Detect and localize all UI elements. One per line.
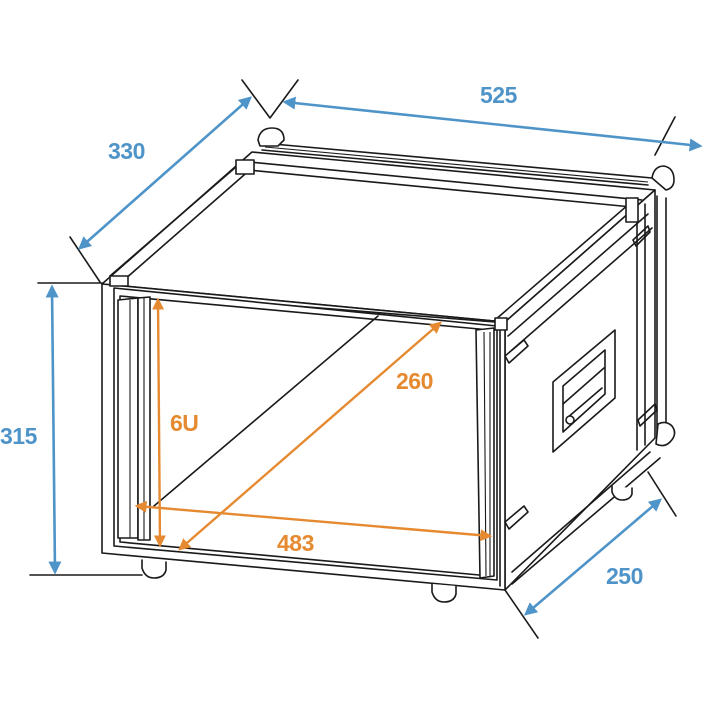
foot-icon xyxy=(141,485,633,603)
rack-width-label: 483 xyxy=(277,530,314,556)
depth-bottom-dimension-label: 250 xyxy=(606,563,643,589)
recessed-handle-icon xyxy=(552,329,616,453)
outer-dimensions xyxy=(29,79,703,639)
ball-corner-icon xyxy=(109,127,676,447)
rack-units-label: 6U xyxy=(170,410,199,436)
height-dimension-label: 315 xyxy=(0,423,37,449)
mounting-depth-label: 260 xyxy=(396,368,433,394)
depth-top-dimension-label: 330 xyxy=(108,138,145,164)
rack-rail-left xyxy=(117,296,151,541)
width-dimension-label: 525 xyxy=(480,82,517,108)
inner-dimensions xyxy=(134,297,493,551)
